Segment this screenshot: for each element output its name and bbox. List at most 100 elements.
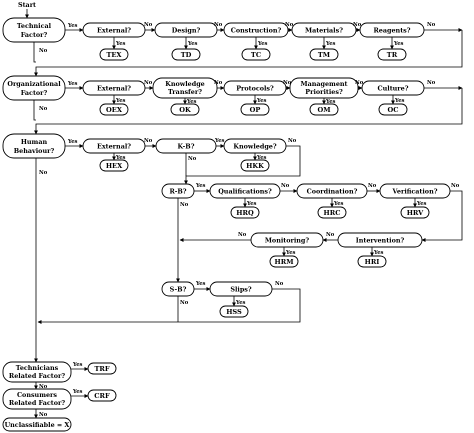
code-hrm-label: HRM [274, 258, 293, 266]
tech-code-group: Yes TEX Yes TD Yes TC Yes TM Yes TR [99, 37, 407, 61]
human-factor-label-2: Behaviour? [14, 147, 55, 155]
technical-factor-label-1: Technical [17, 22, 52, 30]
code-tex [99, 48, 129, 61]
code-hrv [400, 206, 430, 219]
yes-label: Yes [115, 41, 126, 47]
tech-external-label: External? [97, 27, 131, 35]
coordination-label: Coordination? [307, 188, 358, 196]
no-label: No [39, 384, 48, 390]
code-om [309, 103, 339, 116]
code-hkk [240, 159, 270, 172]
technicians-label-2: Related Factor? [9, 372, 65, 380]
code-hss-label: HSS [226, 308, 242, 316]
no-label: No [39, 48, 48, 54]
code-crf-label: CRF [94, 392, 110, 400]
yes-label: Yes [256, 155, 267, 161]
tech-reagents-label: Reagents? [374, 27, 411, 35]
no-label: No [281, 183, 290, 189]
org-factor-label-1: Organizational [7, 80, 61, 88]
yes-label: Yes [373, 250, 384, 256]
code-tm [309, 48, 339, 61]
technicians-label-1: Technicians [16, 364, 59, 372]
code-ok [170, 103, 200, 116]
no-label: No [144, 138, 153, 144]
yes-label: Yes [285, 250, 296, 256]
no-label: No [188, 156, 197, 162]
code-hri-label: HRI [365, 258, 380, 266]
tech-materials-label: Materials? [305, 27, 343, 35]
no-label: No [214, 22, 223, 28]
code-tc [241, 48, 271, 61]
yes-label: Yes [67, 139, 78, 145]
code-hex-label: HEX [106, 162, 123, 170]
no-label: No [288, 138, 297, 144]
code-trf [87, 362, 117, 375]
code-tr [377, 48, 407, 61]
code-tc-label: TC [251, 51, 261, 59]
code-hri [357, 255, 387, 268]
qualifications-label: Qualifications? [218, 188, 272, 196]
no-label: No [285, 22, 294, 28]
verification-label: Verification? [392, 188, 438, 196]
code-ok-label: OK [179, 106, 191, 114]
no-label: No [214, 80, 223, 86]
technical-factor-label-2: Factor? [21, 31, 48, 39]
code-trf-label: TRF [94, 365, 109, 373]
no-label: No [326, 232, 335, 238]
yes-label: Yes [186, 99, 197, 105]
human-factor-label-1: Human [21, 138, 48, 146]
no-label: No [427, 80, 436, 86]
unclassifiable-node [2, 417, 72, 432]
yes-label: Yes [333, 201, 344, 207]
code-hrm [269, 255, 299, 268]
code-hrc-label: HRC [324, 209, 341, 217]
yes-label: Yes [235, 300, 246, 306]
no-label: No [427, 22, 436, 28]
org-management-priorities-label-1: Management [301, 80, 348, 88]
no-label: No [238, 232, 247, 238]
code-tex-label: TEX [106, 51, 122, 59]
tech-construction-label: Construction? [231, 27, 282, 35]
yes-label: Yes [195, 281, 206, 287]
no-label: No [275, 281, 284, 287]
yes-label: Yes [256, 98, 267, 104]
org-management-priorities-label-2: Priorities? [305, 88, 343, 96]
code-hex [99, 159, 129, 172]
code-tm-label: TM [318, 51, 330, 59]
yes-label: Yes [67, 81, 78, 87]
code-oex [99, 103, 129, 116]
kb-label: K-B? [178, 143, 195, 151]
yes-label: Yes [416, 201, 427, 207]
yes-label: Yes [394, 98, 405, 104]
no-label: No [39, 412, 48, 418]
yes-label: Yes [257, 41, 268, 47]
code-op [240, 103, 270, 116]
slips-label: Slips? [230, 286, 252, 294]
org-knowledge-transfer-label-1: Knowledge [165, 80, 204, 88]
code-om-label: OM [317, 106, 330, 114]
yes-label: Yes [393, 41, 404, 47]
code-hrq [230, 206, 260, 219]
consumers-label-1: Consumers [17, 391, 57, 399]
code-tr-label: TR [387, 51, 398, 59]
yes-label: Yes [246, 201, 257, 207]
knowledge-label: Knowledge? [233, 143, 276, 151]
no-label: No [144, 80, 153, 86]
no-label: No [39, 170, 48, 176]
no-label: No [353, 22, 362, 28]
no-label: No [368, 183, 377, 189]
yes-label: Yes [187, 41, 198, 47]
yes-label: Yes [195, 183, 206, 189]
yes-label: Yes [325, 41, 336, 47]
code-hrc [317, 206, 347, 219]
code-op-label: OP [250, 106, 261, 114]
org-protocols-label: Protocols? [236, 85, 274, 93]
sb-label: S-B? [170, 286, 187, 294]
org-culture-label: Culture? [378, 85, 409, 93]
no-label: No [39, 106, 48, 112]
yes-label: Yes [115, 155, 126, 161]
yes-label: Yes [72, 362, 83, 368]
code-oc [378, 103, 408, 116]
code-hkk-label: HKK [246, 162, 264, 170]
